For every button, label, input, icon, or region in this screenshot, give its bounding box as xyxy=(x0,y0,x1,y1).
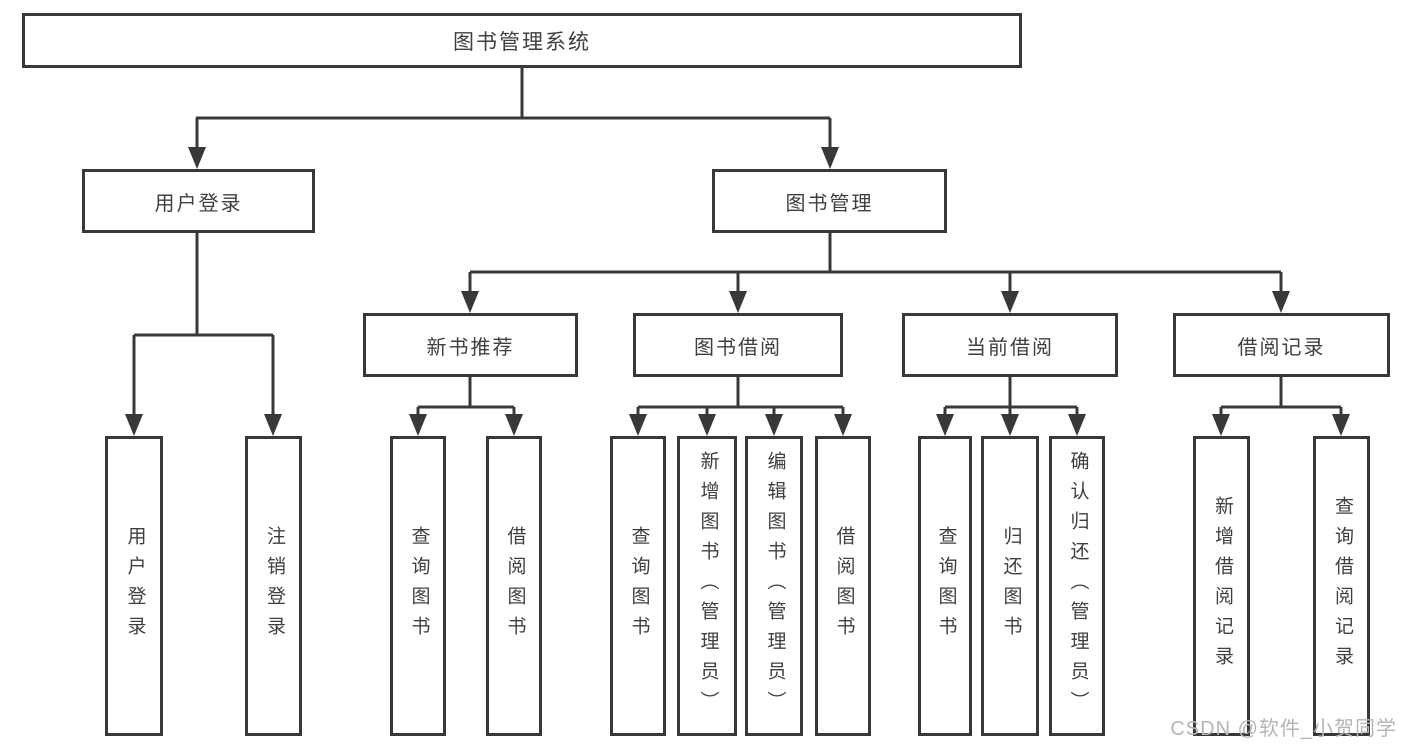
leaf-label: 借阅图书 xyxy=(833,526,855,646)
leaf-user-login: 用户登录 xyxy=(105,436,163,736)
arrowhead-icon xyxy=(834,414,852,436)
leaf-query-books-borrow: 查询图书 xyxy=(610,436,666,736)
leaf-borrow-books: 借阅图书 xyxy=(815,436,871,736)
node-borrowing-records: 借阅记录 xyxy=(1173,313,1390,377)
arrowhead-icon xyxy=(1272,291,1290,313)
leaf-add-books-admin: 新增图书（管理员） xyxy=(677,436,737,736)
leaf-label: 编辑图书（管理员） xyxy=(764,451,786,721)
arrowhead-icon xyxy=(1068,414,1086,436)
arrowhead-icon xyxy=(461,291,479,313)
leaf-edit-books-admin: 编辑图书（管理员） xyxy=(745,436,803,736)
arrowhead-icon xyxy=(698,414,716,436)
arrowhead-icon xyxy=(1212,414,1230,436)
arrowheads xyxy=(125,147,1350,436)
leaf-query-books-current: 查询图书 xyxy=(918,436,972,736)
leaf-add-borrow-record: 新增借阅记录 xyxy=(1193,436,1250,736)
arrowhead-icon xyxy=(729,291,747,313)
arrowhead-icon xyxy=(264,414,282,436)
arrowhead-icon xyxy=(1001,414,1019,436)
node-book-management: 图书管理 xyxy=(712,169,947,233)
leaf-label: 注销登录 xyxy=(263,526,285,646)
arrowhead-icon xyxy=(936,414,954,436)
node-user-login: 用户登录 xyxy=(82,169,315,233)
leaf-label: 新增图书（管理员） xyxy=(697,451,719,721)
leaf-label: 查询借阅记录 xyxy=(1331,496,1353,676)
arrowhead-icon xyxy=(765,414,783,436)
node-book-borrowing: 图书借阅 xyxy=(633,313,843,377)
csdn-watermark: CSDN @软件_小贺同学 xyxy=(1170,718,1397,740)
arrowhead-icon xyxy=(629,414,647,436)
leaf-query-books-recommend: 查询图书 xyxy=(390,436,446,736)
arrowhead-icon xyxy=(409,414,427,436)
node-current-borrowing: 当前借阅 xyxy=(902,313,1118,377)
leaf-label: 确认归还（管理员） xyxy=(1067,451,1089,721)
arrowhead-icon xyxy=(1001,291,1019,313)
node-new-book-recommendation: 新书推荐 xyxy=(363,313,578,377)
leaf-label: 归还图书 xyxy=(1000,526,1022,646)
leaf-query-borrow-record: 查询借阅记录 xyxy=(1313,436,1370,736)
node-library-management-system: 图书管理系统 xyxy=(22,13,1022,68)
leaf-label: 查询图书 xyxy=(408,526,430,646)
leaf-label: 查询图书 xyxy=(935,526,957,646)
leaf-label: 用户登录 xyxy=(124,526,146,646)
leaf-label: 借阅图书 xyxy=(504,526,526,646)
leaf-confirm-return-admin: 确认归还（管理员） xyxy=(1049,436,1105,736)
leaf-return-books: 归还图书 xyxy=(981,436,1039,736)
leaf-logout: 注销登录 xyxy=(245,436,302,736)
leaf-label: 新增借阅记录 xyxy=(1211,496,1233,676)
arrowhead-icon xyxy=(505,414,523,436)
leaf-label: 查询图书 xyxy=(628,526,650,646)
arrowhead-icon xyxy=(125,414,143,436)
arrowhead-icon xyxy=(1332,414,1350,436)
arrowhead-icon xyxy=(821,147,839,169)
arrowhead-icon xyxy=(188,147,206,169)
leaf-borrow-books-recommend: 借阅图书 xyxy=(486,436,542,736)
